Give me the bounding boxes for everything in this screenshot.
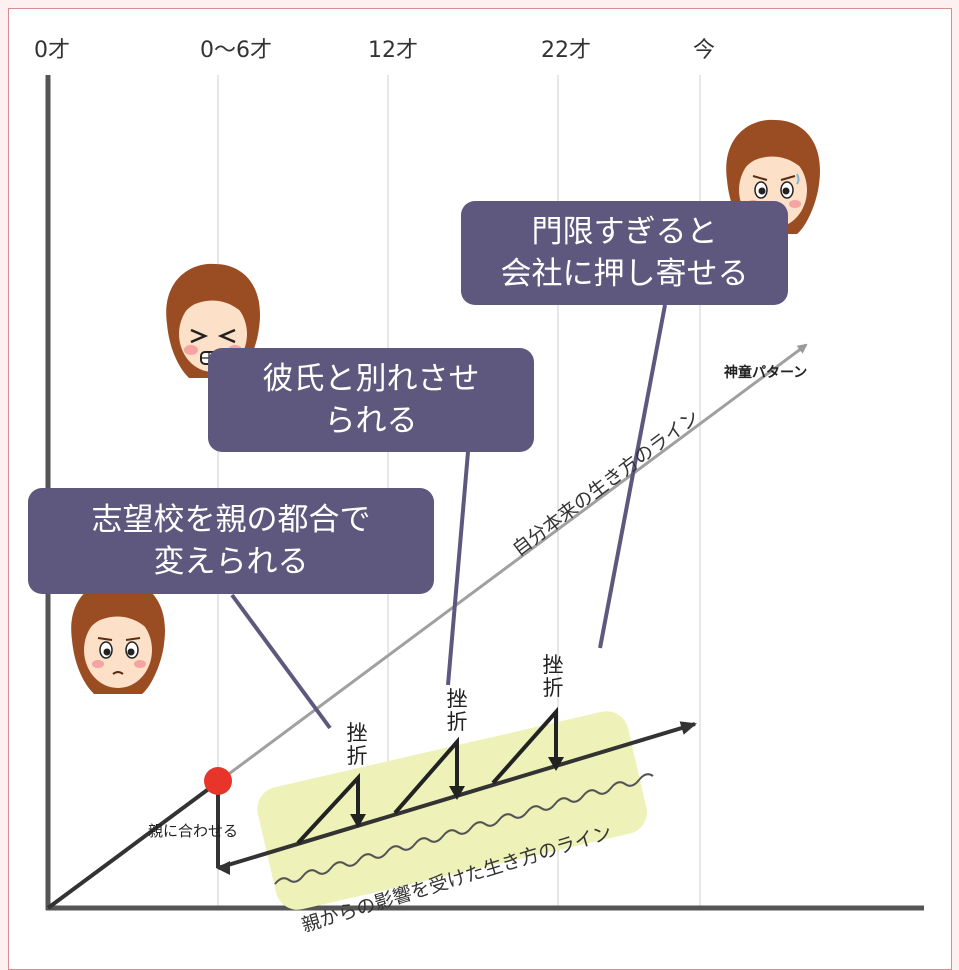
tick-label-22: 22才 [541, 38, 591, 63]
bubble-boyfriend-line1: 彼氏と別れさせ [262, 361, 480, 397]
bubble-boyfriend-line2: られる [324, 403, 418, 439]
setback-label-3: 挫折 [542, 653, 564, 700]
bubble-school-line1: 志望校を親の都合で [91, 502, 371, 538]
childhood-line [46, 780, 220, 910]
wavy-line [274, 773, 654, 885]
bubble-school-line2: 変えられる [153, 544, 309, 580]
bubble-curfew-line1: 門限すぎると [531, 214, 718, 250]
bubble-curfew-line2: 会社に押し寄せる [500, 256, 749, 292]
bubble-curfew: 門限すぎると 会社に押し寄せる [461, 201, 788, 305]
setback-sawtooth [296, 706, 558, 845]
conform-label: 親に合わせる [148, 822, 239, 840]
tick-label-0-6: 0〜6才 [200, 38, 272, 63]
red-dot [204, 767, 232, 795]
setback-label-2: 挫折 [446, 687, 468, 734]
bubble-boyfriend: 彼氏と別れさせ られる [208, 348, 534, 452]
tick-label-now: 今 [693, 38, 716, 63]
bubble-school-change: 志望校を親の都合で 変えられる [28, 488, 434, 594]
setback-label-1: 挫折 [346, 721, 368, 768]
setback-highlight [257, 711, 647, 910]
worried-face-icon [71, 579, 165, 694]
bubble-pointers [230, 304, 667, 730]
tick-label-12: 12才 [368, 38, 418, 63]
tick-label-0: 0才 [34, 38, 70, 63]
setback-arrowheads [350, 757, 564, 828]
prodigy-label: 神童パターン [724, 365, 808, 381]
